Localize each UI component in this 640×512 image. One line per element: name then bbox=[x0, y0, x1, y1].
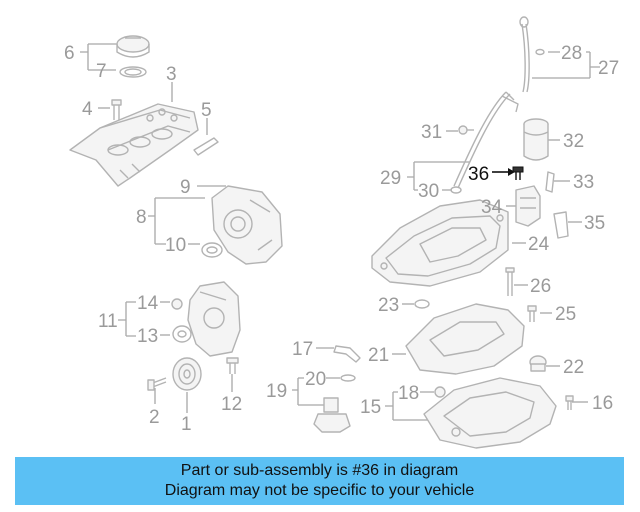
oil-pan-upper bbox=[371, 199, 509, 287]
label-8: 8 bbox=[136, 207, 147, 228]
label-6: 6 bbox=[64, 43, 75, 64]
label-12: 12 bbox=[221, 394, 242, 415]
cover-stud bbox=[226, 357, 239, 374]
tube-o-ring bbox=[450, 186, 462, 194]
timing-cover-seal bbox=[201, 242, 223, 258]
label-10: 10 bbox=[165, 235, 186, 256]
label-23: 23 bbox=[378, 295, 399, 316]
label-11: 11 bbox=[98, 311, 118, 332]
label-5: 5 bbox=[201, 100, 212, 121]
baffle-o-ring bbox=[414, 299, 430, 309]
baffle-plate bbox=[405, 303, 525, 375]
label-14: 14 bbox=[137, 293, 159, 314]
label-15: 15 bbox=[360, 397, 381, 418]
part-labels: 6 7 3 4 5 9 8 10 11 14 13 2 1 12 17 20 1… bbox=[64, 43, 619, 435]
drain-plug bbox=[434, 386, 446, 398]
timing-cover-upper bbox=[211, 185, 283, 265]
label-25: 25 bbox=[555, 304, 576, 325]
long-bolt bbox=[505, 267, 515, 296]
sensor-o-ring bbox=[340, 374, 356, 382]
label-35: 35 bbox=[584, 213, 605, 234]
dipstick bbox=[519, 16, 545, 93]
label-18: 18 bbox=[398, 383, 419, 404]
banner-line-1: Part or sub-assembly is #36 in diagram bbox=[180, 462, 459, 479]
small-seal bbox=[171, 298, 183, 310]
parts-diagram: 6 7 3 4 5 9 8 10 11 14 13 2 1 12 17 20 1… bbox=[64, 16, 619, 449]
oil-level-sensor bbox=[313, 397, 351, 433]
label-13: 13 bbox=[137, 326, 158, 347]
label-27: 27 bbox=[598, 58, 619, 79]
tube-bolt bbox=[458, 125, 474, 135]
label-19: 19 bbox=[266, 381, 287, 402]
highlighted-part-36 bbox=[512, 166, 524, 180]
oil-filter bbox=[523, 118, 549, 161]
label-31: 31 bbox=[421, 122, 442, 143]
oil-cap bbox=[529, 355, 547, 372]
pulley-bolt bbox=[147, 377, 167, 391]
pressure-switch bbox=[545, 171, 555, 193]
label-4: 4 bbox=[82, 99, 93, 120]
cap-seal bbox=[119, 66, 147, 78]
housing-gasket bbox=[553, 211, 569, 239]
oil-filler-cap bbox=[116, 35, 150, 58]
label-34: 34 bbox=[481, 197, 503, 218]
leader-lines bbox=[80, 43, 600, 421]
label-20: 20 bbox=[305, 369, 326, 390]
label-2: 2 bbox=[149, 407, 160, 428]
crank-seal bbox=[172, 325, 192, 343]
banner-line-2: Diagram may not be specific to your vehi… bbox=[164, 482, 475, 499]
label-24: 24 bbox=[528, 234, 550, 255]
parts bbox=[69, 16, 574, 449]
tube-bracket bbox=[333, 345, 361, 363]
timing-cover-lower bbox=[187, 281, 241, 357]
dipstick-tube bbox=[453, 91, 519, 189]
baffle-bolt bbox=[527, 305, 537, 322]
cover-bolt bbox=[111, 99, 122, 120]
valve-cover bbox=[69, 103, 199, 187]
label-16: 16 bbox=[592, 393, 613, 414]
label-3: 3 bbox=[166, 64, 177, 85]
label-30: 30 bbox=[418, 181, 439, 202]
label-33: 33 bbox=[573, 172, 594, 193]
label-17: 17 bbox=[292, 339, 313, 360]
crank-pulley bbox=[172, 357, 202, 391]
label-28: 28 bbox=[561, 43, 582, 64]
filter-housing bbox=[515, 185, 541, 227]
label-29: 29 bbox=[380, 168, 401, 189]
label-1: 1 bbox=[181, 414, 192, 435]
label-21: 21 bbox=[368, 345, 389, 366]
label-26: 26 bbox=[530, 276, 551, 297]
cover-bracket bbox=[193, 137, 219, 156]
pan-bolt bbox=[565, 395, 574, 410]
label-32: 32 bbox=[563, 131, 584, 152]
label-22: 22 bbox=[563, 357, 584, 378]
label-7: 7 bbox=[96, 61, 107, 82]
oil-pan-lower bbox=[423, 377, 557, 449]
label-9: 9 bbox=[180, 177, 191, 198]
info-banner: Part or sub-assembly is #36 in diagram D… bbox=[15, 457, 624, 505]
label-36: 36 bbox=[468, 164, 489, 185]
